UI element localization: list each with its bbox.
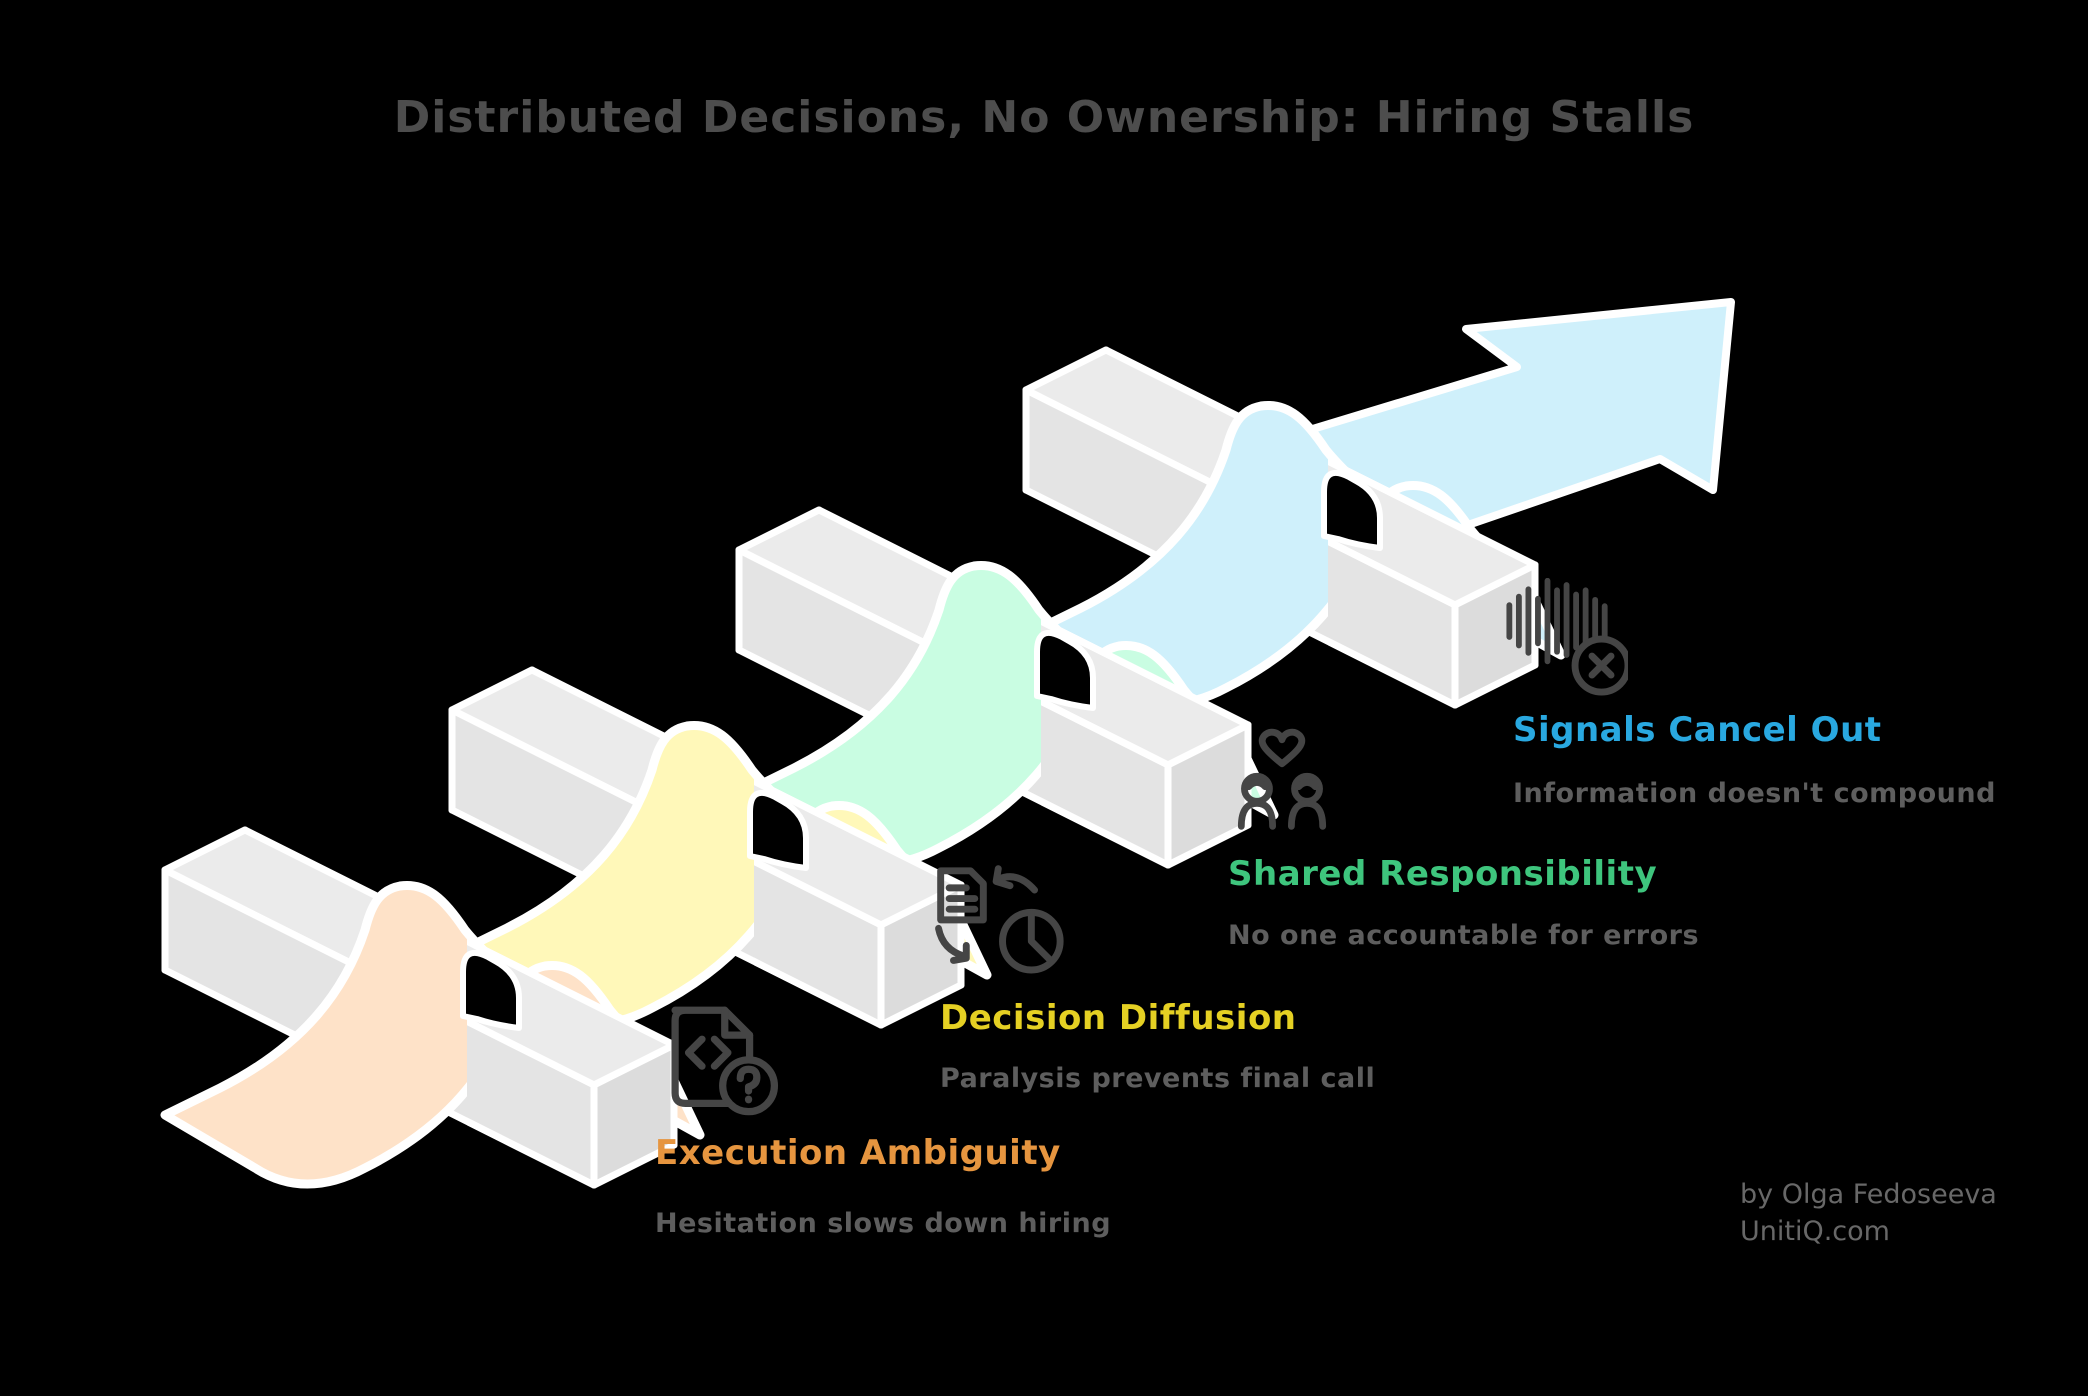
station-desc-signals-cancel-out: Information doesn't compound bbox=[1513, 778, 1996, 809]
station-label-shared-responsibility: Shared Responsibility bbox=[1228, 854, 1658, 894]
waveform-cancel-icon bbox=[1503, 578, 1628, 698]
station-desc-execution-ambiguity: Hesitation slows down hiring bbox=[655, 1208, 1112, 1239]
attribution-author: by Olga Fedoseeva bbox=[1740, 1179, 1997, 1210]
people-heart-icon bbox=[1222, 722, 1342, 842]
code-document-question-icon bbox=[642, 1002, 792, 1122]
attribution-site: UnitiQ.com bbox=[1740, 1216, 1890, 1247]
station-label-decision-diffusion: Decision Diffusion bbox=[940, 998, 1297, 1038]
document-sync-pie-icon bbox=[930, 862, 1090, 982]
attribution: by Olga Fedoseeva UnitiQ.com bbox=[1740, 1176, 1997, 1250]
page-title: Distributed Decisions, No Ownership: Hir… bbox=[393, 92, 1695, 143]
station-desc-decision-diffusion: Paralysis prevents final call bbox=[940, 1063, 1376, 1094]
station-label-signals-cancel-out: Signals Cancel Out bbox=[1513, 710, 1882, 750]
station-label-execution-ambiguity: Execution Ambiguity bbox=[655, 1133, 1061, 1173]
station-desc-shared-responsibility: No one accountable for errors bbox=[1228, 920, 1700, 951]
